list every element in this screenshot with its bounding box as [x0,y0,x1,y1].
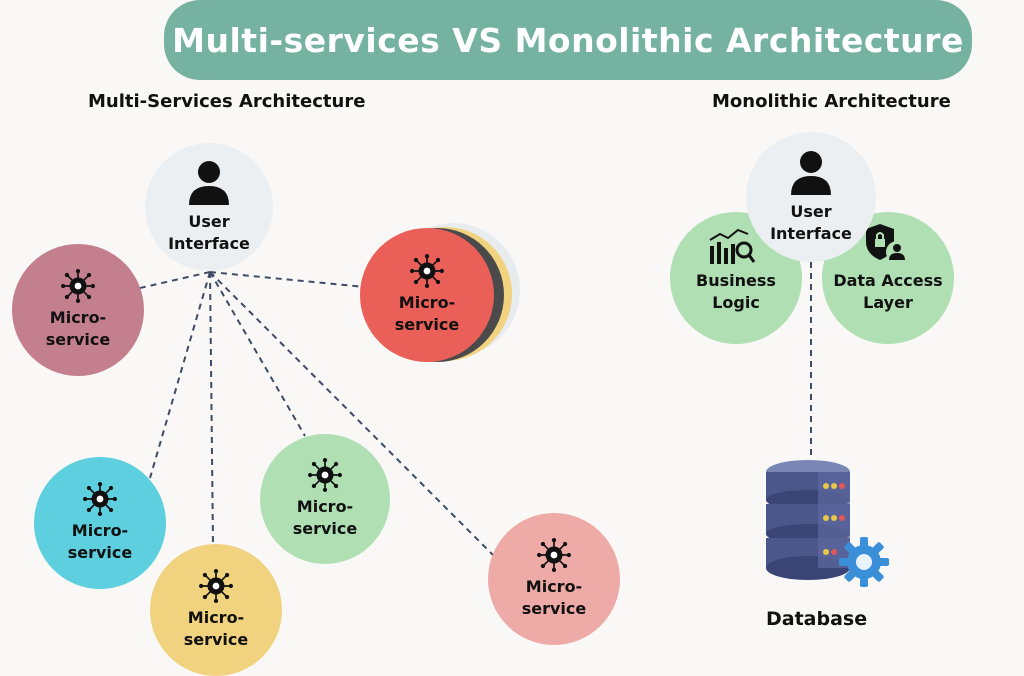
gear-network-icon [537,538,571,572]
database-server-icon [766,460,850,580]
person-icon [791,151,831,195]
ui-label-line1: User [188,212,230,231]
microservice-node-3: Micro- service [34,457,166,589]
service-5-label-line1: Micro- [296,497,354,516]
ui-node-mono: User Interface [746,132,876,262]
mono-ui-label-line1: User [790,202,832,221]
monolithic-heading: Monolithic Architecture [712,91,951,112]
chart-magnifier-icon [709,228,756,264]
microservice-node-2: Micro- service [360,228,494,362]
service-4-label-line2: service [183,630,249,649]
service-6-label-line2: service [521,599,587,618]
service-3-label-line2: service [67,543,133,562]
service-4-label-line1: Micro- [187,608,245,627]
service-1-label-line1: Micro- [49,308,107,327]
service-1-label-line2: service [45,330,111,349]
service-3-label-line1: Micro- [71,521,129,540]
connector-ui-to-service-1 [139,271,211,289]
gear-icon [839,537,889,587]
connector-ui-to-service-4 [209,271,214,547]
shield-user-icon [866,224,908,263]
connector-ui-to-service-3 [149,271,211,479]
business-logic-label-line2: Logic [712,293,760,312]
service-2-label-line1: Micro- [398,293,456,312]
gear-network-icon [199,569,233,603]
service-6-label-line1: Micro- [525,577,583,596]
service-5-label-line2: service [292,519,358,538]
microservice-node-1: Micro- service [12,244,144,376]
mono-ui-label-line2: Interface [770,224,852,243]
data-access-label-line1: Data Access [833,271,943,290]
microservice-node-4: Micro- service [150,544,282,676]
connection-lines [139,262,812,556]
multi-services-heading: Multi-Services Architecture [88,91,366,112]
business-logic-label-line1: Business [696,271,776,290]
service-2-label-line2: service [394,315,460,334]
ui-label-line2: Interface [168,234,250,253]
microservice-node-6: Micro- service [488,513,620,645]
page-title: Multi-services VS Monolithic Architectur… [172,20,964,60]
connector-ui-to-service-5 [209,271,306,437]
microservice-node-5: Micro- service [260,434,390,564]
database-label: Database [766,608,868,630]
connector-ui-to-service-2 [209,271,366,288]
connector-ui-to-service-6 [209,271,494,556]
gear-network-icon [61,269,95,303]
title-banner: Multi-services VS Monolithic Architectur… [164,0,972,80]
gear-network-icon [410,254,444,288]
ui-node-multi: User Interface [145,143,273,271]
person-icon [189,161,229,205]
gear-network-icon [83,482,117,516]
gear-network-icon [308,458,342,492]
data-access-label-line2: Layer [863,293,913,312]
